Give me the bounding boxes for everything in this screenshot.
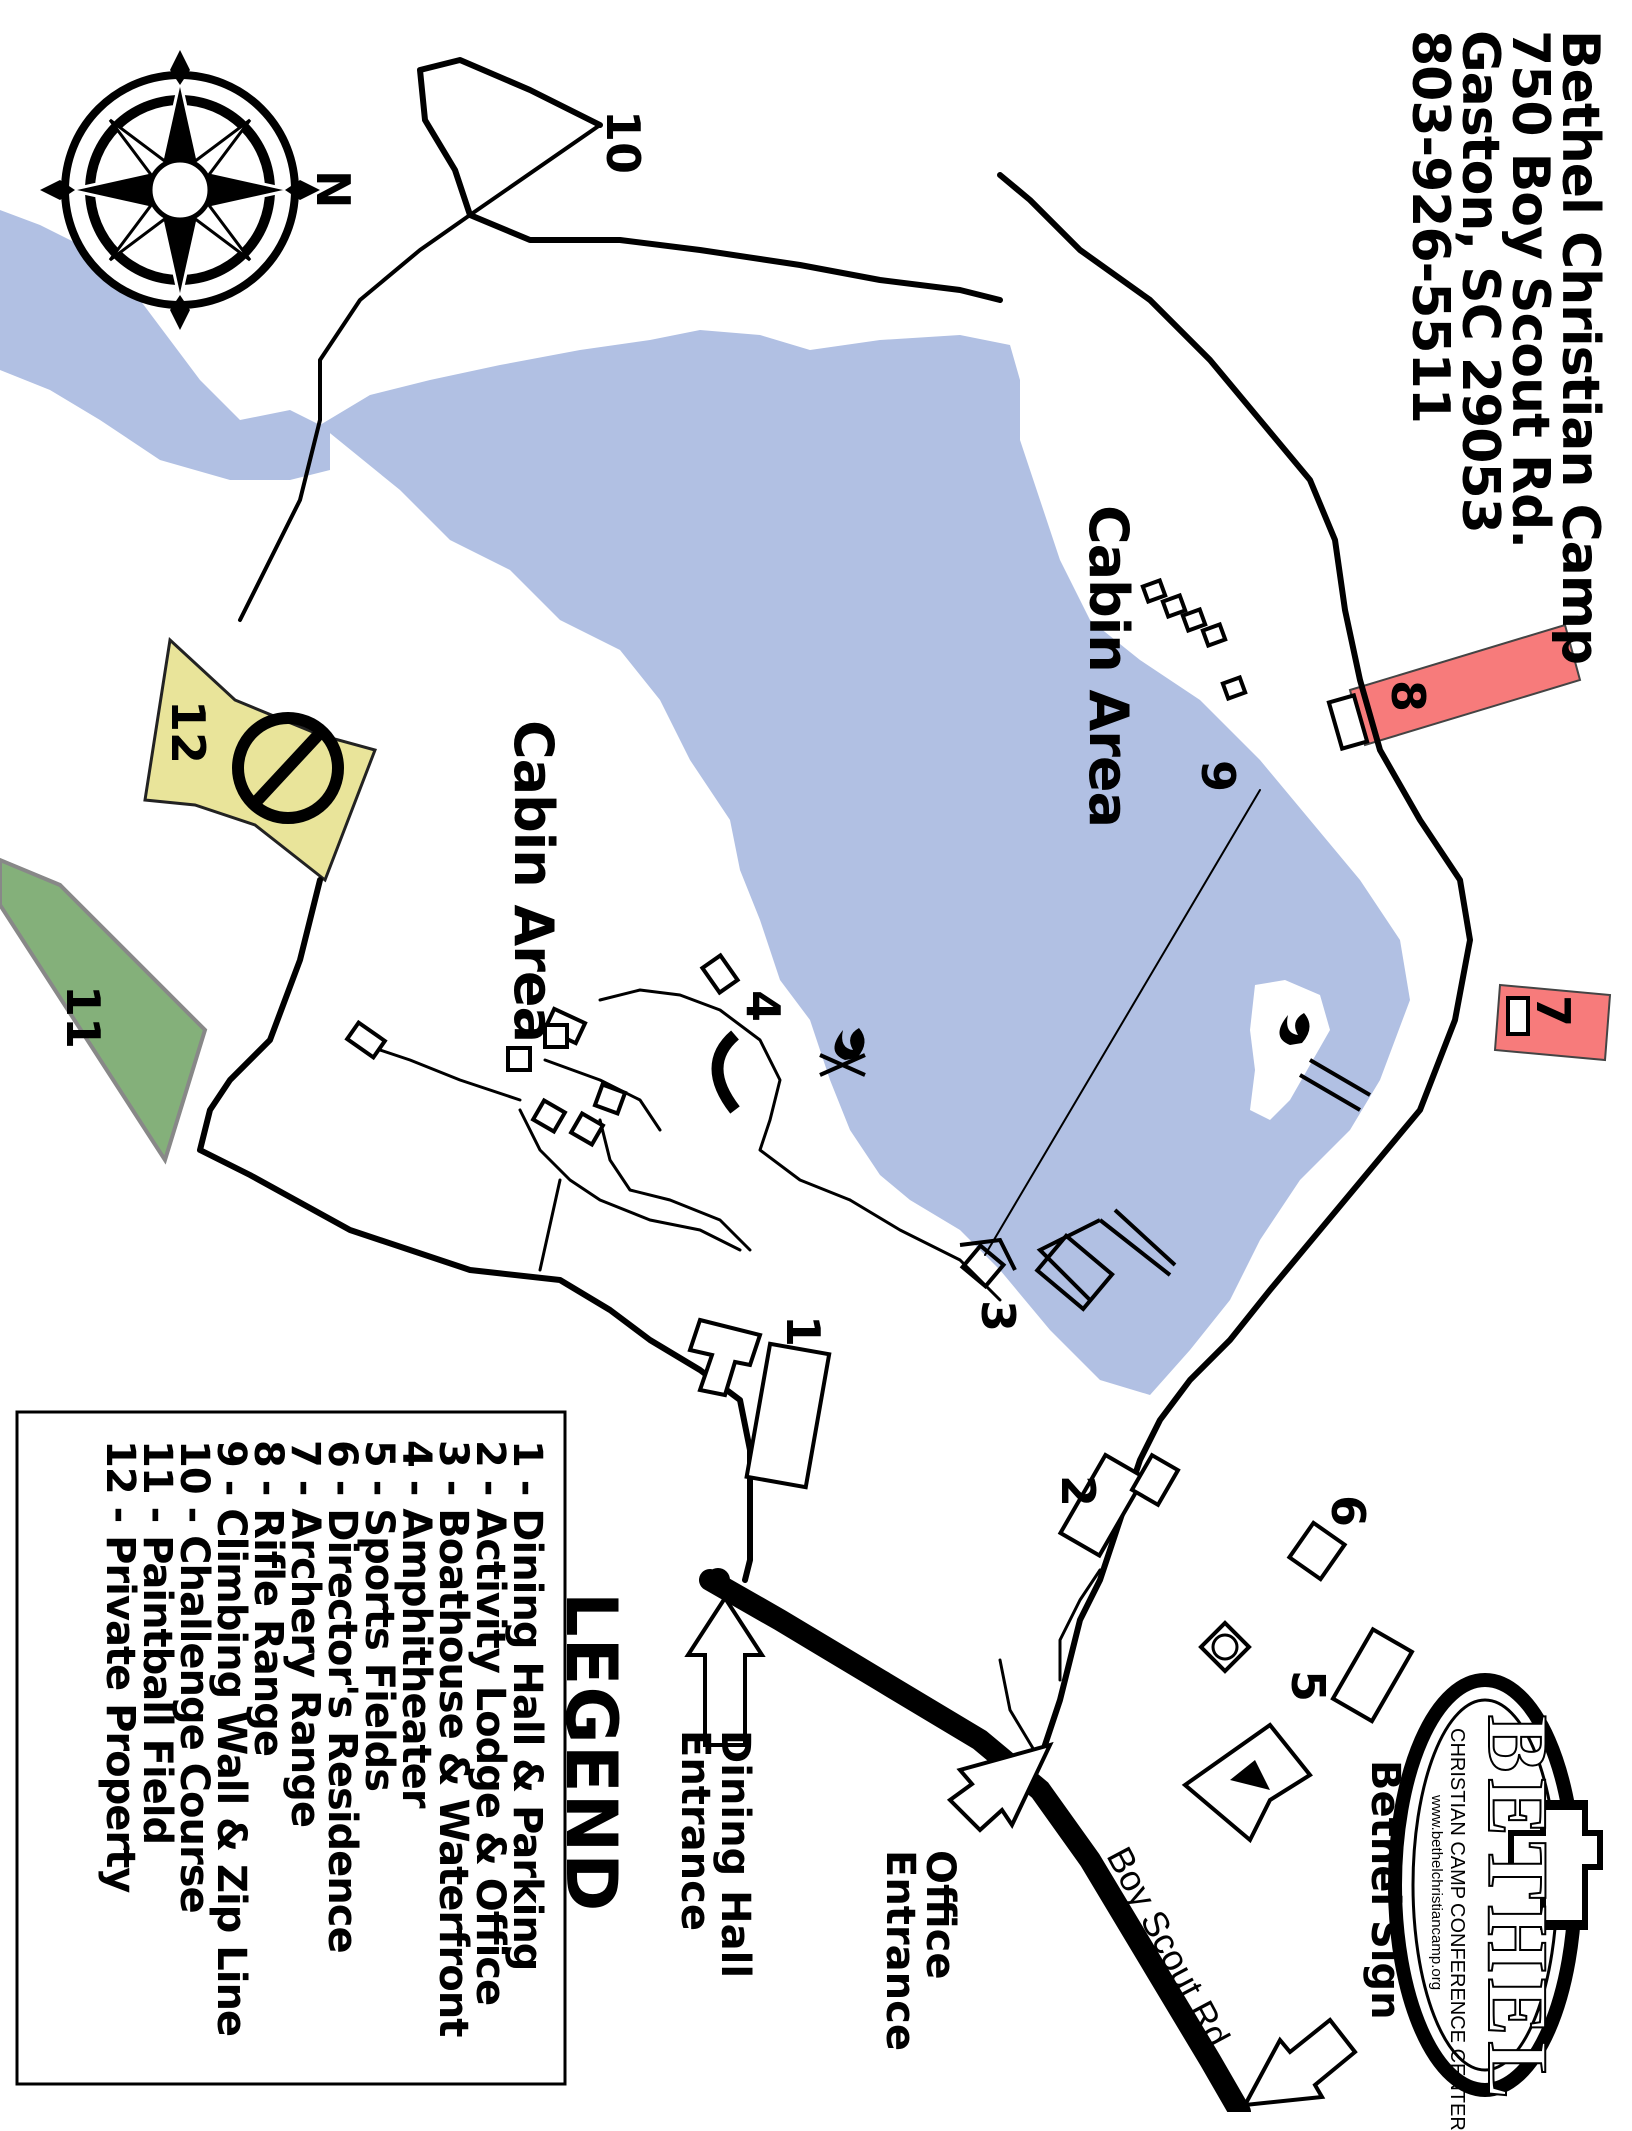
island	[1250, 980, 1330, 1120]
arrows	[684, 1594, 1358, 2108]
camp-phone: 803-926-5511	[1400, 30, 1460, 423]
boy-scout-road	[699, 1569, 1251, 2112]
legend-item: 10 - Challenge Course	[171, 1440, 217, 1913]
logo-subtitle-right: CONFERENCE CENTER	[1446, 1903, 1468, 2131]
legend-item: 9 - Climbing Wall & Zip Line	[208, 1440, 254, 2037]
paintball-field-area	[0, 857, 208, 1165]
campfire-icon	[819, 1013, 1310, 1077]
volleyball-icon	[1211, 1633, 1239, 1661]
camp-street: 750 Boy Scout Rd.	[1500, 30, 1560, 549]
cabin-area-label-west: Cabin Area	[502, 720, 565, 1042]
camp-city: Gaston, SC 29053	[1450, 30, 1510, 533]
legend-box	[15, 1410, 567, 2086]
camp-name: Bethel Christian Camp	[1550, 30, 1610, 665]
marker-6: 6	[1321, 1495, 1375, 1528]
archery-range-shelter	[1506, 996, 1530, 1036]
docks	[959, 1058, 1372, 1312]
rifle-range-shelter	[1326, 692, 1370, 752]
marker-11: 11	[56, 985, 110, 1050]
office-entrance-label: Office Entrance	[877, 1850, 963, 2051]
legend-item: 8 - Rifle Range	[245, 1440, 291, 1756]
marker-10: 10	[596, 110, 650, 175]
marker-9: 9	[1191, 760, 1245, 793]
marker-5: 5	[1281, 1670, 1335, 1703]
no-entry-icon	[232, 712, 344, 824]
legend-item: 6 - Director's Residence	[319, 1440, 365, 1953]
marker-3: 3	[971, 1300, 1025, 1333]
logo-url: www.bethelchristiancamp.org	[1428, 1795, 1445, 1991]
legend-item: 5 - Sports Fields	[356, 1440, 402, 1792]
legend-item: 7 - Archery Range	[282, 1440, 328, 1828]
legend-item: 4 - Amphitheater	[393, 1440, 439, 1808]
legend-item: 12 - Private Property	[97, 1440, 143, 1893]
legend-item: 1 - Dining Hall & Parking	[504, 1440, 550, 1971]
lake	[320, 330, 1410, 1395]
marker-2: 2	[1051, 1475, 1105, 1508]
baseball-diamond	[1230, 1760, 1270, 1790]
river	[0, 210, 330, 480]
bethel-logo	[1388, 1673, 1603, 2097]
marker-12: 12	[161, 700, 215, 765]
bethel-sign-label: Bethel Sign	[1362, 1760, 1408, 2020]
cabins	[344, 577, 1248, 1148]
legend-item: 3 - Boathouse & Waterfront	[430, 1440, 476, 2037]
logo-name: BETHEL	[1469, 1714, 1567, 2106]
marker-1: 1	[776, 1315, 830, 1348]
cabin-area-label-east: Cabin Area	[1077, 505, 1140, 827]
logo-subtitle-left: CHRISTIAN CAMP	[1446, 1728, 1468, 1900]
camp-title: Bethel Christian Camp 750 Boy Scout Rd. …	[1400, 30, 1610, 665]
legend-item: 2 - Activity Lodge & Office	[467, 1440, 513, 2006]
marker-8: 8	[1381, 680, 1435, 713]
legend-title: LEGEND	[550, 1592, 632, 1913]
dining-entrance-label: Dining Hall Entrance	[672, 1730, 758, 1979]
buildings	[687, 1317, 1415, 1844]
compass-rose	[40, 50, 320, 330]
legend-list: 1 - Dining Hall & Parking 2 - Activity L…	[97, 1440, 550, 2037]
marker-7: 7	[1526, 995, 1580, 1028]
compass-north-label: N	[306, 170, 360, 209]
marker-4: 4	[736, 990, 790, 1023]
amphitheater-icon	[711, 1030, 740, 1114]
legend-item: 11 - Paintball Field	[134, 1440, 180, 1845]
private-property-area	[143, 636, 377, 883]
